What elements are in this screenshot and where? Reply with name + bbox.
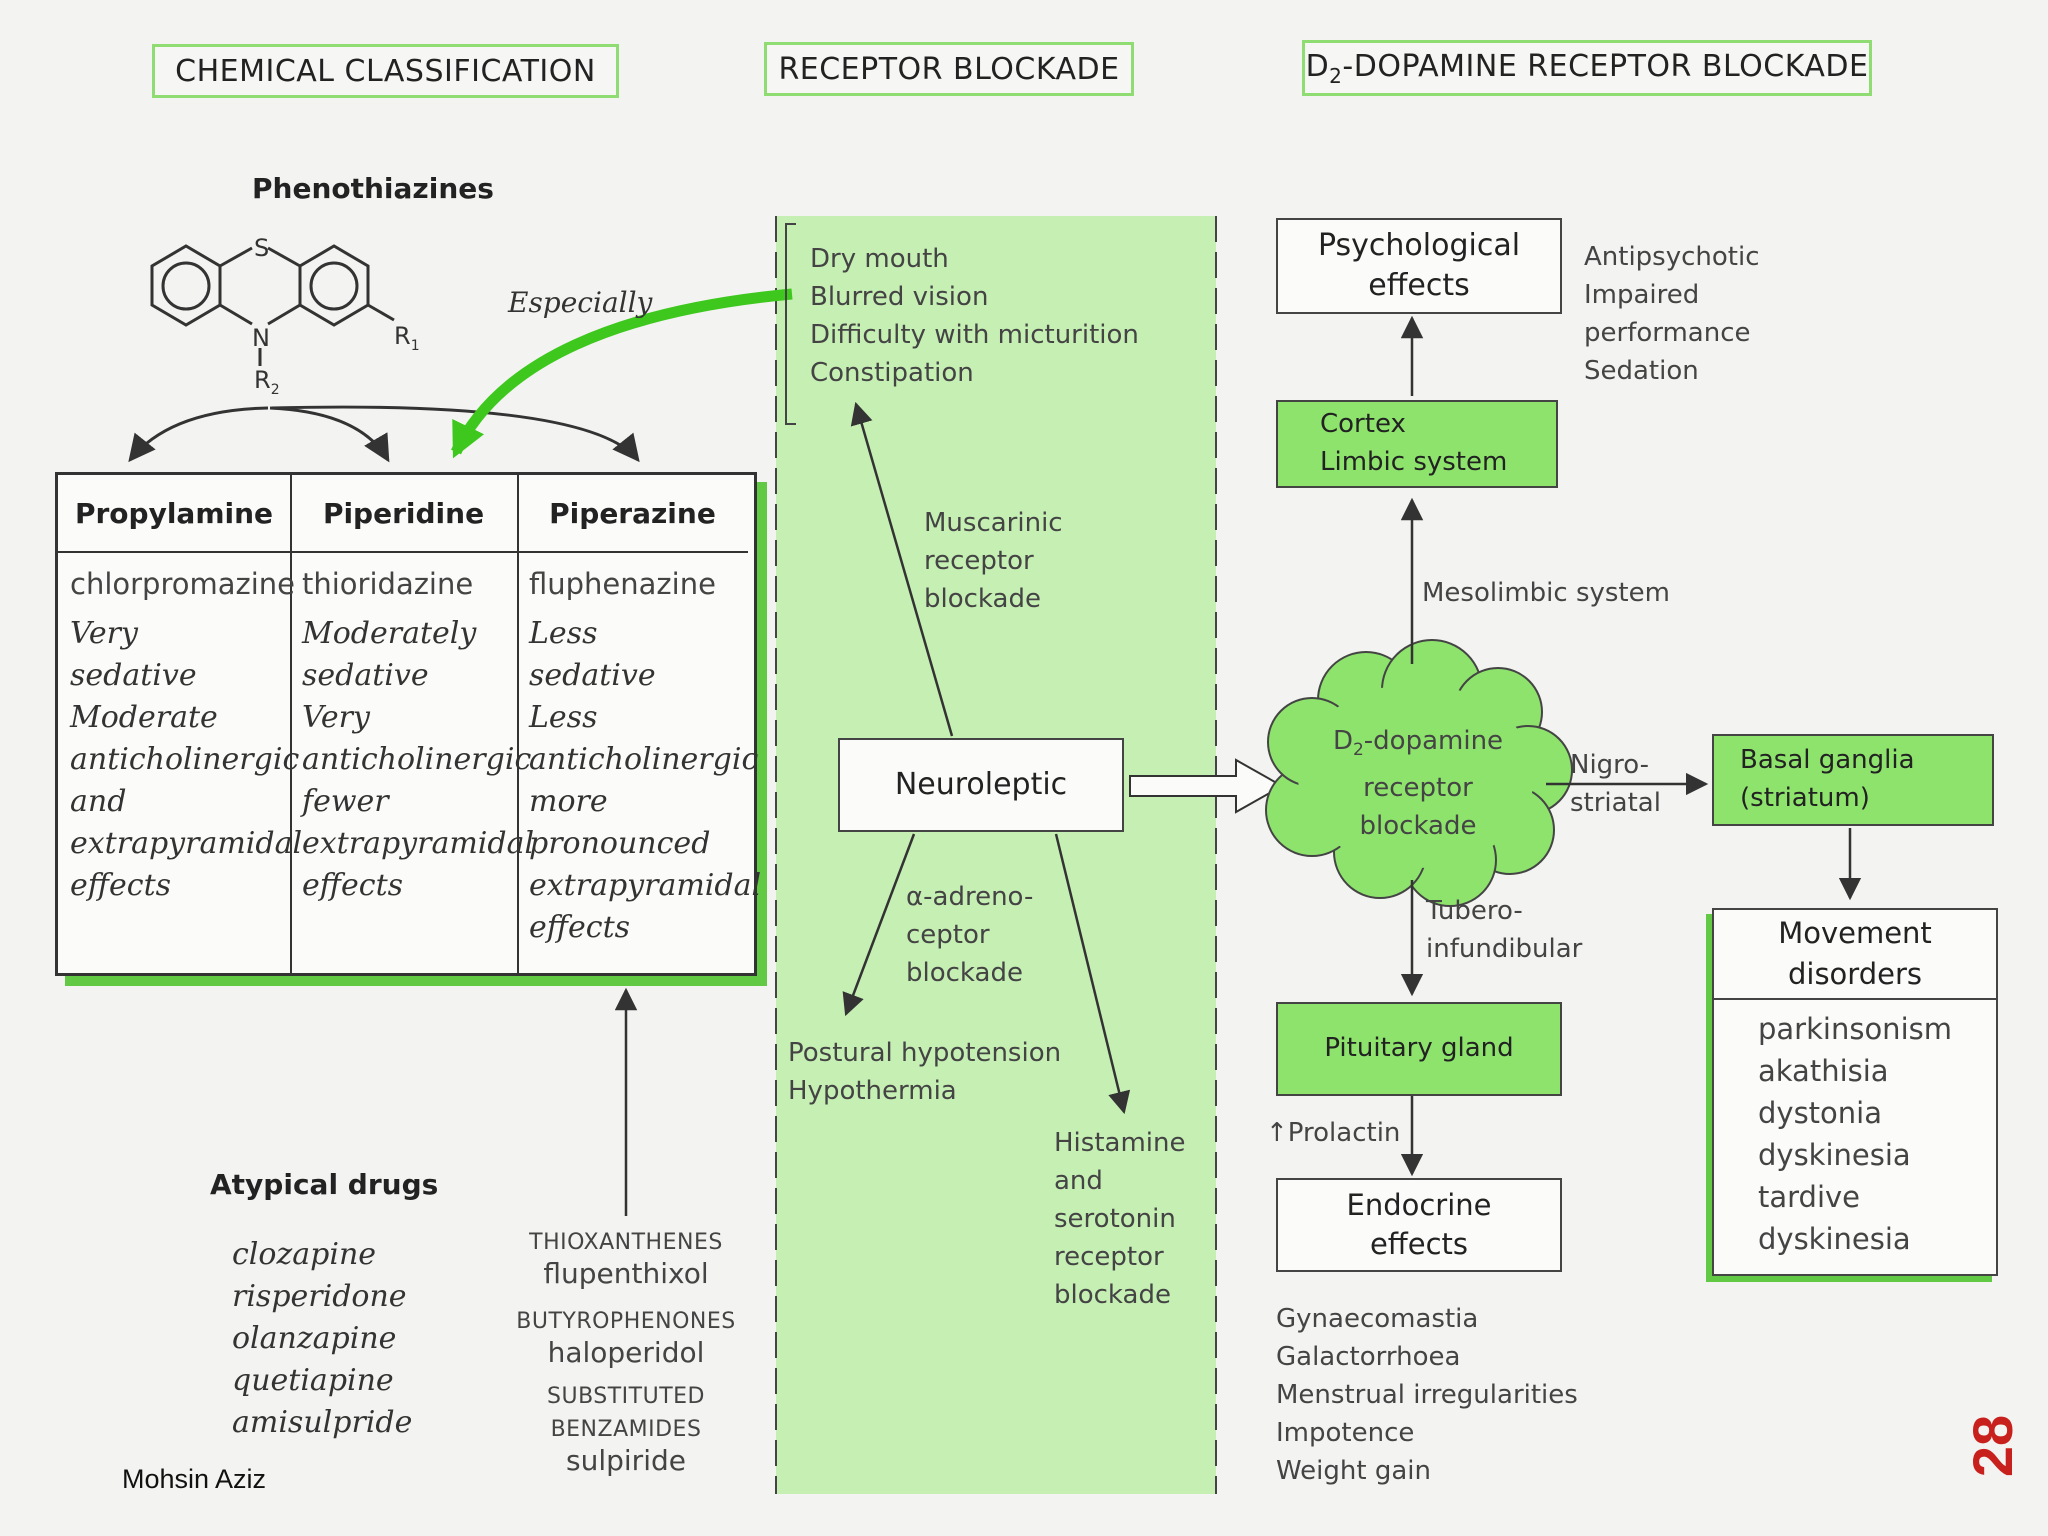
neuroleptic-box: Neuroleptic bbox=[838, 738, 1124, 832]
header-d2-dopamine: D2-DOPAMINE RECEPTOR BLOCKADE bbox=[1302, 40, 1872, 96]
d2-pathway-arrows bbox=[1400, 315, 1862, 1177]
column-head-piperazine: Piperazine bbox=[517, 475, 748, 553]
phenothiazines-title: Phenothiazines bbox=[252, 172, 494, 205]
column-head-propylamine: Propylamine bbox=[58, 475, 290, 553]
column-piperidine: Piperidine thioridazine Moderately sedat… bbox=[290, 475, 534, 973]
header-chemical-classification: CHEMICAL CLASSIFICATION bbox=[152, 44, 619, 98]
atom-n: N bbox=[252, 324, 270, 352]
atypical-drugs-title: Atypical drugs bbox=[210, 1168, 439, 1201]
drug-fluphenazine: fluphenazine bbox=[529, 567, 716, 601]
neuroleptic-effect-arrows bbox=[614, 401, 1131, 1216]
phenothiazine-structure-icon bbox=[150, 244, 395, 366]
d2-cloud-label: D2-dopamine receptor blockade bbox=[1332, 726, 1504, 842]
pituitary-gland-box: Pituitary gland bbox=[1276, 1002, 1562, 1096]
header-chemical-label: CHEMICAL CLASSIFICATION bbox=[175, 53, 596, 89]
class-benzamides: BENZAMIDES bbox=[550, 1417, 702, 1442]
basal-ganglia-label: Basal ganglia (striatum) bbox=[1740, 745, 1915, 813]
drug-haloperidol: haloperidol bbox=[547, 1336, 705, 1369]
prolactin-label: ↑Prolactin bbox=[1266, 1118, 1401, 1148]
psychological-effects-list: Antipsychotic Impaired performance Sedat… bbox=[1584, 242, 1760, 386]
class-butyrophenones: BUTYROPHENONES bbox=[516, 1309, 736, 1334]
phenothiazine-subclass-table: Propylamine chlorpromazine Very sedative… bbox=[55, 472, 761, 976]
header-receptor-blockade: RECEPTOR BLOCKADE bbox=[764, 42, 1134, 96]
d2-cloud-fill bbox=[1298, 684, 1534, 868]
tuberoinfundibular-label: Tubero- infundibular bbox=[1426, 896, 1583, 964]
psychological-effects-label: Psychological effects bbox=[1317, 227, 1521, 304]
movement-disorders-list: parkinsonism akathisia dystonia dyskines… bbox=[1758, 1012, 1952, 1256]
muscarinic-label: Muscarinic receptor blockade bbox=[924, 508, 1063, 614]
substituent-r1: R1 bbox=[394, 322, 420, 354]
endocrine-effects-label: Endocrine effects bbox=[1346, 1187, 1492, 1261]
other-drug-classes: THIOXANTHENES flupenthixol BUTYROPHENONE… bbox=[510, 1230, 742, 1480]
receptor-blockade-band bbox=[776, 216, 1216, 1494]
anticholinergic-bracket bbox=[785, 223, 796, 425]
cortex-limbic-label: Cortex Limbic system bbox=[1320, 409, 1508, 477]
page-number: 28 bbox=[1960, 1414, 2024, 1478]
movement-disorders-title: Movement disorders bbox=[1714, 910, 1996, 1000]
especially-arrow bbox=[451, 288, 793, 459]
substituent-r2: R2 bbox=[254, 366, 280, 398]
header-receptor-label: RECEPTOR BLOCKADE bbox=[778, 51, 1120, 87]
histamine-serotonin-label: Histamine and serotonin receptor blockad… bbox=[1054, 1128, 1186, 1310]
pituitary-gland-label: Pituitary gland bbox=[1324, 1033, 1514, 1064]
column-head-piperidine: Piperidine bbox=[290, 475, 517, 553]
drug-thioridazine: thioridazine bbox=[302, 567, 474, 601]
postural-hypotension-effects: Postural hypotension Hypothermia bbox=[788, 1038, 1062, 1106]
desc-propylamine: Very sedative Moderate anticholinergic a… bbox=[70, 616, 303, 903]
basal-ganglia-box: Basal ganglia (striatum) bbox=[1712, 734, 1994, 826]
endocrine-effects-list: Gynaecomastia Galactorrhoea Menstrual ir… bbox=[1276, 1304, 1578, 1486]
neuroleptic-label: Neuroleptic bbox=[894, 766, 1068, 802]
desc-piperidine: Moderately sedative Very anticholinergic… bbox=[302, 616, 535, 903]
column-propylamine: Propylamine chlorpromazine Very sedative… bbox=[58, 475, 302, 973]
neuroleptic-to-d2-arrow bbox=[1129, 758, 1285, 814]
nigrostriatal-label: Nigro- striatal bbox=[1570, 750, 1661, 818]
cortex-limbic-box: Cortex Limbic system bbox=[1276, 400, 1558, 488]
drug-flupenthixol: flupenthixol bbox=[543, 1257, 709, 1290]
atypical-drugs-list: clozapine risperidone olanzapine quetiap… bbox=[232, 1237, 413, 1440]
endocrine-effects-box: Endocrine effects bbox=[1276, 1178, 1562, 1272]
anticholinergic-effects: Dry mouth Blurred vision Difficulty with… bbox=[810, 244, 1139, 388]
atom-s: S bbox=[254, 234, 270, 262]
column-piperazine: Piperazine fluphenazine Less sedative Le… bbox=[517, 475, 761, 973]
author-credit: Mohsin Aziz bbox=[122, 1464, 267, 1494]
psychological-effects-box: Psychological effects bbox=[1276, 218, 1562, 314]
header-d2-label: D2-DOPAMINE RECEPTOR BLOCKADE bbox=[1305, 48, 1869, 88]
alpha-adrenoceptor-label: α-adreno- ceptor blockade bbox=[906, 882, 1034, 988]
class-thioxanthenes: THIOXANTHENES bbox=[529, 1230, 723, 1255]
drug-chlorpromazine: chlorpromazine bbox=[70, 567, 296, 601]
class-substituted: SUBSTITUTED bbox=[547, 1384, 705, 1409]
subclass-branch-arrows bbox=[128, 405, 640, 463]
drug-sulpiride: sulpiride bbox=[566, 1444, 686, 1477]
movement-disorders-box: Movement disorders parkinsonism akathisi… bbox=[1712, 908, 1998, 1276]
especially-label: Especially bbox=[508, 286, 653, 319]
desc-piperazine: Less sedative Less anticholinergic more … bbox=[529, 616, 762, 945]
mesolimbic-label: Mesolimbic system bbox=[1422, 578, 1670, 608]
